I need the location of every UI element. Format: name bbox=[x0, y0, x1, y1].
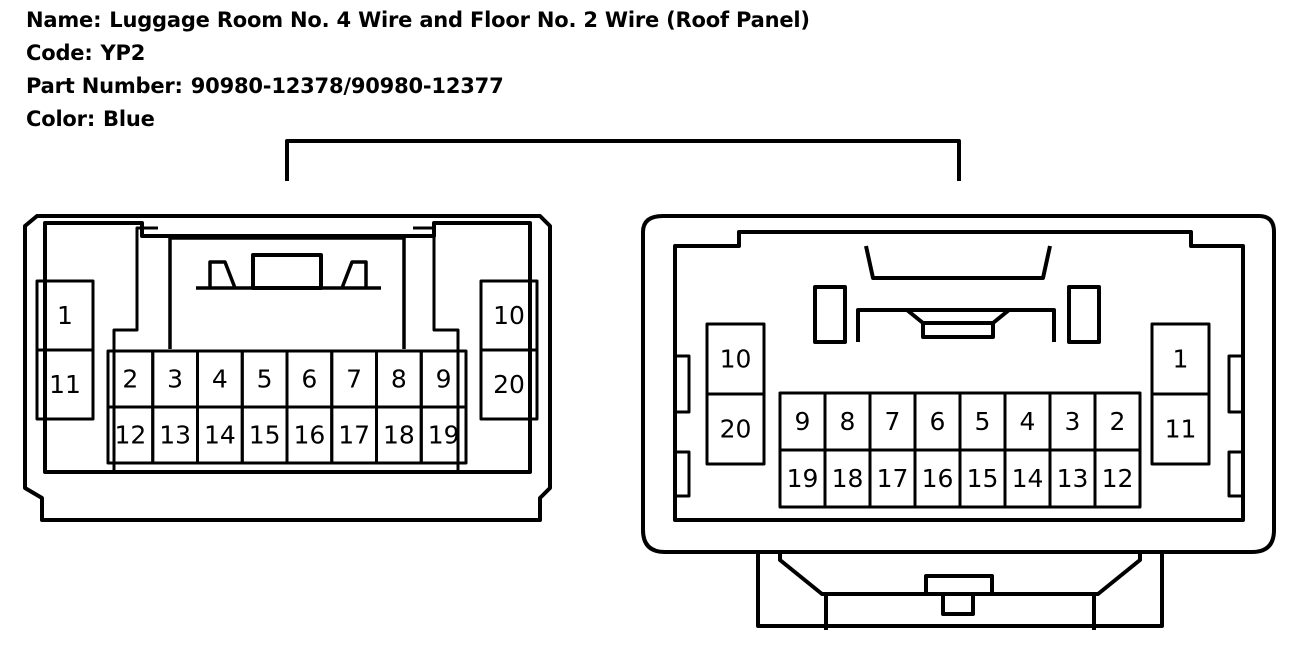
right-connector-left-post bbox=[813, 285, 847, 344]
pin-label: 3 bbox=[1065, 407, 1081, 436]
pin-label: 11 bbox=[1165, 415, 1197, 444]
code-label: Code: bbox=[26, 41, 93, 65]
pin-cavity bbox=[1150, 392, 1211, 466]
pin-label: 17 bbox=[338, 421, 370, 450]
pin-label: 11 bbox=[49, 370, 81, 399]
pin-label: 15 bbox=[249, 421, 281, 450]
pin-label: 9 bbox=[436, 365, 452, 394]
pin-label: 6 bbox=[301, 365, 317, 394]
left-connector-housing bbox=[23, 214, 552, 522]
pin-label: 7 bbox=[885, 407, 901, 436]
part-number-label: Part Number: bbox=[26, 74, 183, 98]
pin-label: 18 bbox=[832, 464, 864, 493]
pin-label: 12 bbox=[114, 421, 146, 450]
left-connector-cavities bbox=[35, 279, 539, 465]
pin-label: 4 bbox=[212, 365, 228, 394]
code-value: YP2 bbox=[100, 41, 146, 65]
pin-label: 7 bbox=[346, 365, 362, 394]
pin-label: 20 bbox=[720, 415, 752, 444]
right-connector-cavities bbox=[705, 322, 1211, 509]
pin-label: 1 bbox=[57, 301, 73, 330]
name-value: Luggage Room No. 4 Wire and Floor No. 2 … bbox=[109, 8, 810, 32]
pin-label: 19 bbox=[428, 421, 460, 450]
right-connector-key bbox=[921, 321, 995, 339]
pin-label: 1 bbox=[1173, 345, 1189, 374]
pin-label: 18 bbox=[383, 421, 415, 450]
pin-label: 16 bbox=[293, 421, 325, 450]
pin-label: 8 bbox=[391, 365, 407, 394]
color-line: Color: Blue bbox=[26, 109, 155, 130]
pin-label: 3 bbox=[167, 365, 183, 394]
pin-label: 2 bbox=[1110, 407, 1126, 436]
code-line: Code: YP2 bbox=[26, 43, 145, 64]
color-value: Blue bbox=[103, 107, 155, 131]
pin-label: 2 bbox=[122, 365, 138, 394]
pin-label: 16 bbox=[922, 464, 954, 493]
pin-cavity bbox=[479, 348, 539, 421]
pin-cavity bbox=[419, 405, 468, 465]
right-connector-side-tabs bbox=[675, 354, 1243, 498]
pin-label: 10 bbox=[720, 345, 752, 374]
pin-label: 12 bbox=[1102, 464, 1134, 493]
pin-label: 17 bbox=[877, 464, 909, 493]
pin-label: 15 bbox=[967, 464, 999, 493]
left-connector-latch bbox=[251, 253, 323, 290]
pin-label: 10 bbox=[493, 301, 525, 330]
right-connector-housing bbox=[641, 214, 1276, 554]
pin-label: 9 bbox=[795, 407, 811, 436]
mating-bracket bbox=[285, 139, 961, 181]
left-connector-lock-tab bbox=[112, 226, 460, 472]
pin-label: 13 bbox=[1057, 464, 1089, 493]
pin-cavity bbox=[705, 392, 766, 466]
name-label: Name: bbox=[26, 8, 102, 32]
pin-label: 8 bbox=[840, 407, 856, 436]
pin-label: 4 bbox=[1020, 407, 1036, 436]
right-connector-top-notch bbox=[864, 245, 1052, 280]
right-connector-bottom-lock bbox=[756, 552, 1164, 630]
part-number-value: 90980-12378/90980-12377 bbox=[190, 74, 504, 98]
pin-label: 14 bbox=[204, 421, 236, 450]
pin-label: 20 bbox=[493, 370, 525, 399]
color-label: Color: bbox=[26, 107, 96, 131]
part-number-line: Part Number: 90980-12378/90980-12377 bbox=[26, 76, 504, 97]
name-line: Name: Luggage Room No. 4 Wire and Floor N… bbox=[26, 10, 810, 31]
right-connector-inner-frame bbox=[673, 230, 1245, 522]
right-connector-right-post bbox=[1067, 285, 1101, 344]
pin-label: 19 bbox=[787, 464, 819, 493]
pin-label: 13 bbox=[159, 421, 191, 450]
pin-label: 5 bbox=[257, 365, 273, 394]
pin-cavity bbox=[35, 348, 95, 421]
pin-label: 5 bbox=[975, 407, 991, 436]
pin-label: 6 bbox=[930, 407, 946, 436]
pin-label: 14 bbox=[1012, 464, 1044, 493]
pin-cavity bbox=[1093, 448, 1142, 509]
